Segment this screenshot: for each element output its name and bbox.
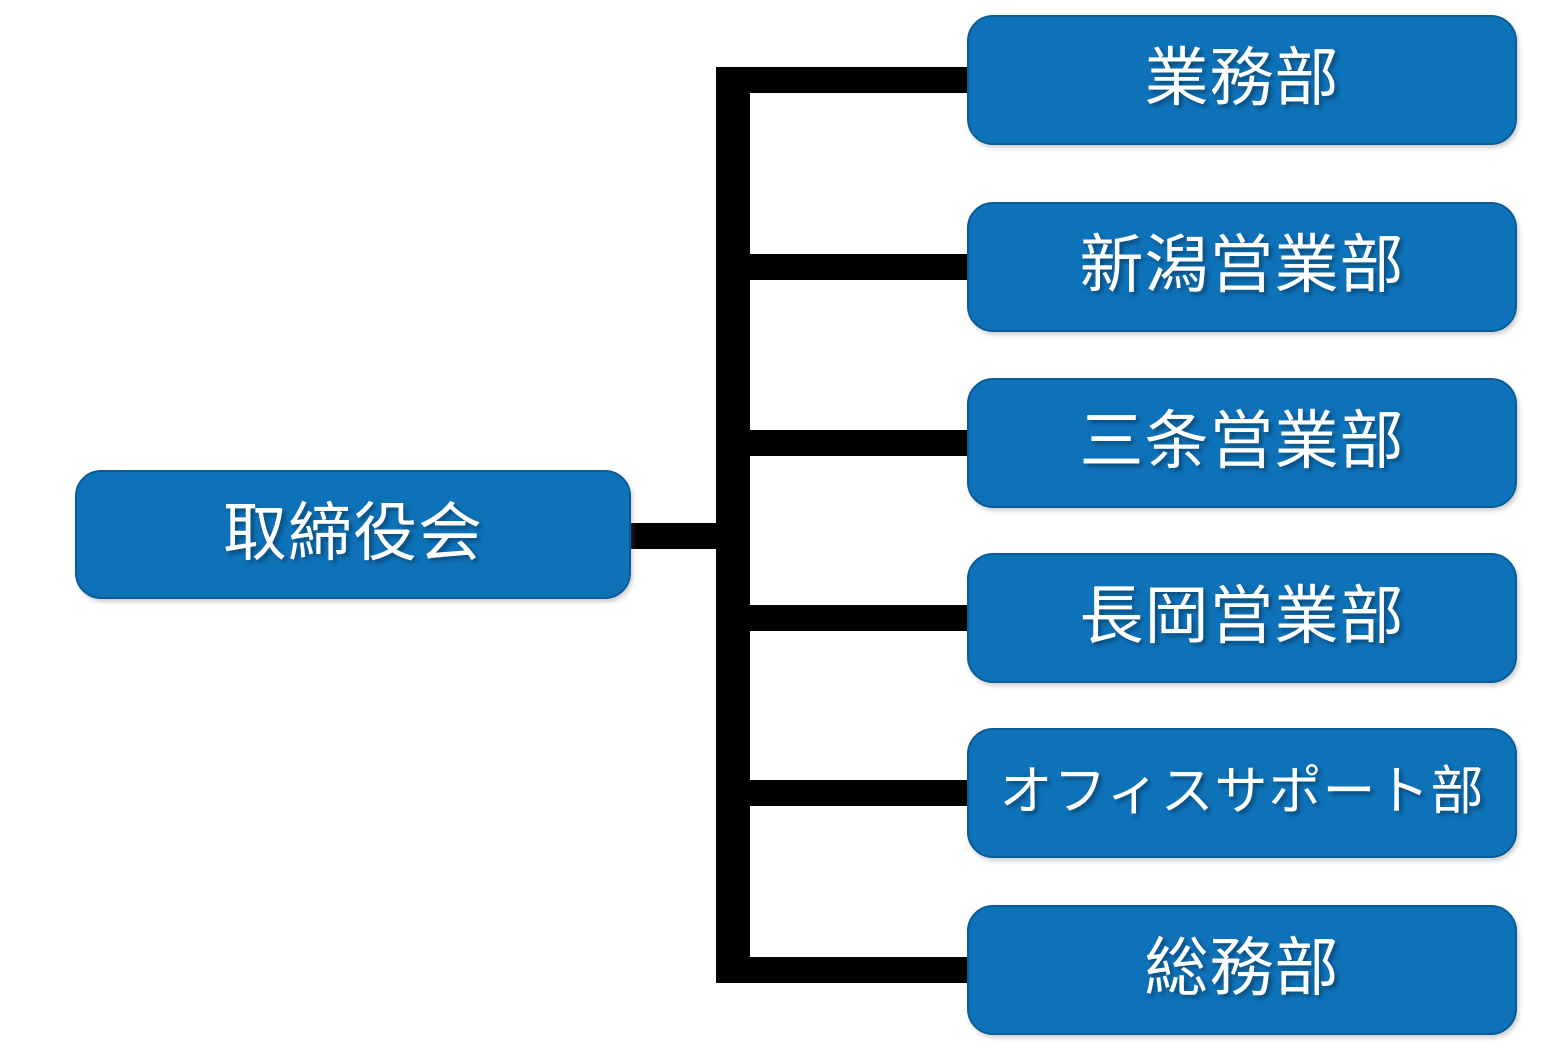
node-nagaoka-sales-dept-label: 長岡営業部 <box>1079 580 1405 652</box>
node-nagaoka-sales-dept: 長岡営業部 <box>967 553 1517 683</box>
connector-branch-sanjo-sales <box>716 430 967 456</box>
node-board-of-directors-label: 取締役会 <box>223 496 483 569</box>
node-board-of-directors: 取締役会 <box>75 470 631 599</box>
node-sanjo-sales-dept-label: 三条営業部 <box>1079 405 1405 477</box>
connector-trunk <box>716 67 750 983</box>
connector-branch-nagaoka-sales <box>716 605 967 631</box>
node-general-affairs-dept-label: 総務部 <box>1144 932 1340 1004</box>
node-sanjo-sales-dept: 三条営業部 <box>967 378 1517 508</box>
node-office-support-dept-label: オフィスサポート部 <box>999 761 1485 821</box>
connector-branch-niigata-sales <box>716 254 967 280</box>
node-niigata-sales-dept-label: 新潟営業部 <box>1079 229 1405 301</box>
node-operations-dept: 業務部 <box>967 15 1517 145</box>
connector-branch-office-support <box>716 780 967 806</box>
node-general-affairs-dept: 総務部 <box>967 905 1517 1035</box>
node-operations-dept-label: 業務部 <box>1144 42 1340 114</box>
connector-branch-general-affairs <box>716 957 967 983</box>
connector-branch-operations <box>716 67 967 93</box>
node-niigata-sales-dept: 新潟営業部 <box>967 202 1517 332</box>
node-office-support-dept: オフィスサポート部 <box>967 728 1517 858</box>
